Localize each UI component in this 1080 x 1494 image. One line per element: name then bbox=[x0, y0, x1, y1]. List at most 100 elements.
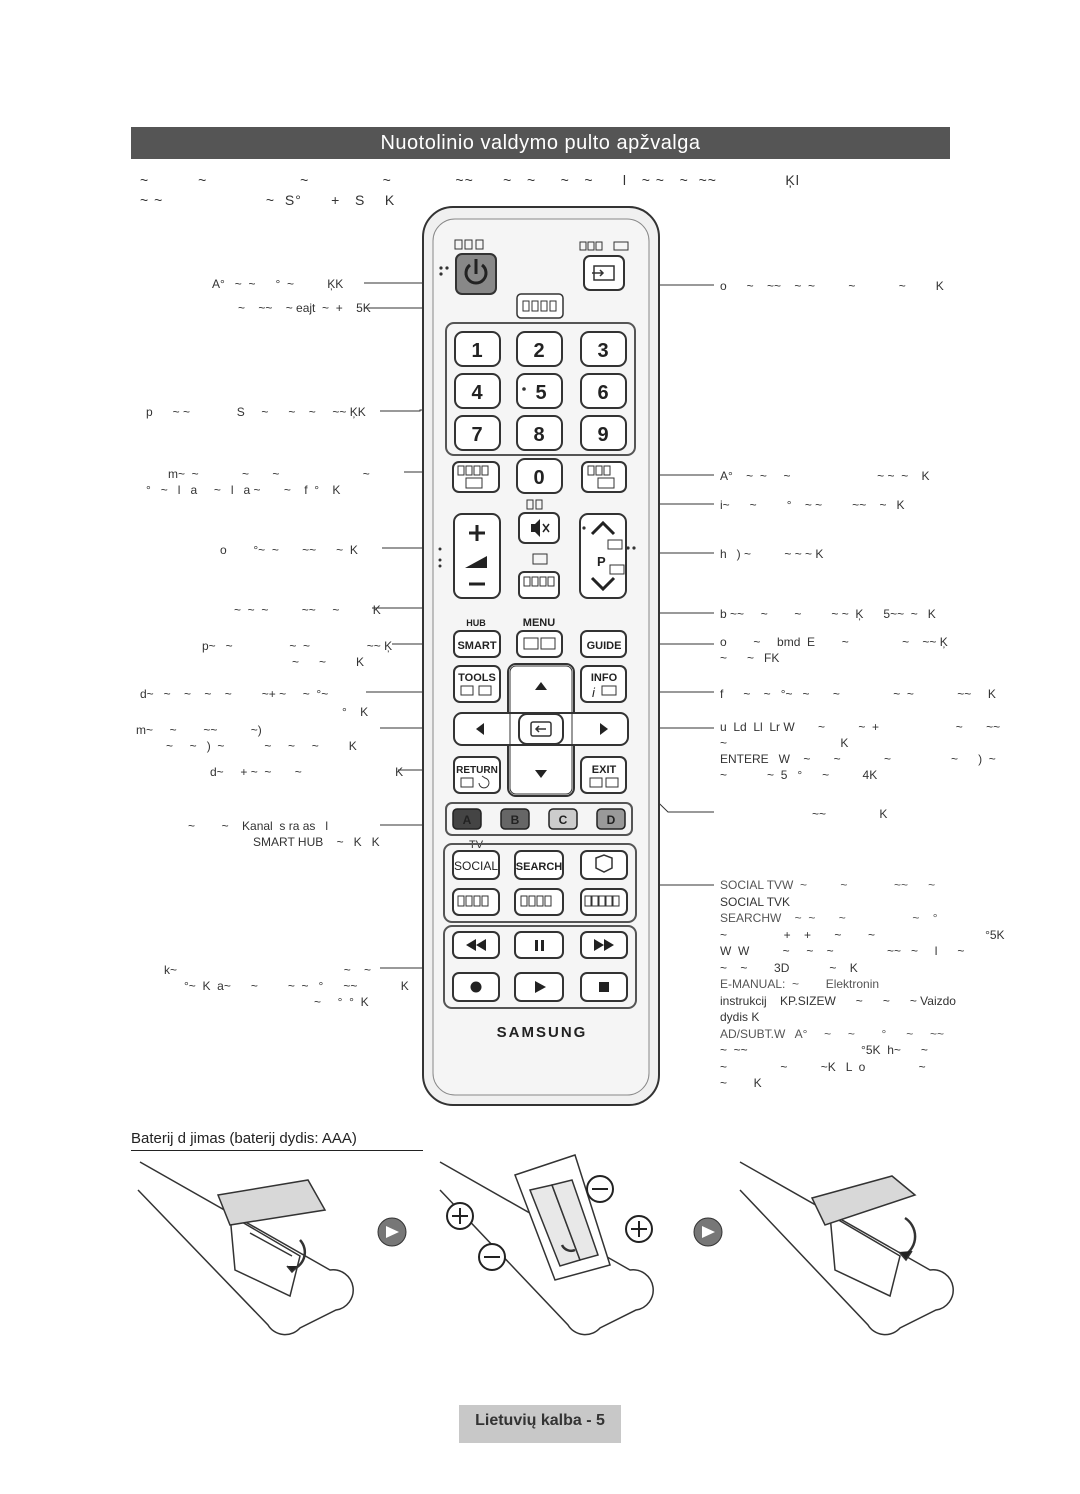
label-smart-hub-2: ~ ~ K bbox=[292, 655, 365, 669]
smart-button bbox=[453, 630, 501, 658]
social-line-10: AD/SUBT.W A° ~ ~ ° ~ ~~ bbox=[720, 1026, 945, 1041]
adsubt-button bbox=[580, 888, 628, 916]
label-source: o ~ ~~ ~ ~ ~ ~ K bbox=[720, 279, 944, 293]
social-line-8: instrukcij KP.SIZEW ~ ~ ~ Vaizdo bbox=[720, 993, 956, 1008]
social-line-9: dydis K bbox=[720, 1010, 760, 1024]
smart-label: SMART bbox=[457, 640, 496, 652]
exit-label: EXIT bbox=[592, 764, 617, 776]
page-footer: Lietuvių kalba - 5 bbox=[459, 1405, 621, 1443]
social-line-4: ~ + + ~ ~ °5K bbox=[720, 927, 1005, 942]
channel-rocker bbox=[579, 513, 627, 599]
guide-button bbox=[580, 630, 627, 658]
label-enter-2: ~ ~ 5 ° ~ 4K bbox=[720, 768, 878, 782]
psize-button bbox=[514, 888, 564, 916]
label-return: d~ + ~ ~ ~ K bbox=[210, 765, 404, 779]
digit-7: 7 bbox=[471, 424, 482, 446]
social-line-11: ~ ~~ °5K h~ ~ bbox=[720, 1043, 928, 1057]
battery-step-1 bbox=[137, 1161, 354, 1336]
digit-8: 8 bbox=[533, 424, 544, 446]
arrow-step-1-icon bbox=[377, 1217, 407, 1247]
digit-5: 5 bbox=[535, 382, 546, 404]
guide-label: GUIDE bbox=[587, 640, 622, 652]
arrow-step-2-icon bbox=[693, 1217, 723, 1247]
label-arrows-2: ~ ~ ) ~ ~ ~ ~ K bbox=[166, 739, 357, 753]
social-line-12: ~ ~ ~K L o ~ bbox=[720, 1059, 926, 1074]
label-media-2: °~ K a~ ~ ~ ~ ° ~~ K bbox=[184, 979, 409, 993]
color-label-c: C bbox=[559, 813, 568, 827]
label-power: A° ~ ~ ° ~ ĶK bbox=[212, 277, 344, 291]
3d-button bbox=[580, 850, 628, 880]
color-button-a bbox=[452, 808, 482, 830]
digit-4: 4 bbox=[471, 382, 483, 404]
brand-logo: SAMSUNG bbox=[497, 1024, 588, 1041]
info-label: INFO bbox=[591, 672, 618, 684]
tools-label: TOOLS bbox=[458, 672, 496, 684]
label-volume: o °~ ~ ~~ ~ K bbox=[220, 543, 358, 557]
label-smart-hub-1: p~ ~ ~ ~ ~~ Ķ bbox=[202, 639, 393, 653]
search-button bbox=[514, 850, 564, 880]
social-line-1: SOCIAL TVW ~ ~ ~~ ~ bbox=[720, 878, 936, 892]
label-guide-2: ~ ~ FK bbox=[720, 651, 780, 665]
label-tools-1: d~ ~ ~ ~ ~ ~+ ~ ~ °~ bbox=[140, 687, 329, 701]
arrow-down-icon bbox=[535, 770, 547, 778]
emanual-button bbox=[452, 888, 500, 916]
label-function-keys: ~ ~~ ~ eajt ~ + 5K bbox=[238, 301, 371, 315]
label-teletext-1: m~ ~ ~ ~ ~ bbox=[168, 467, 370, 481]
battery-step-3 bbox=[739, 1161, 954, 1336]
label-info: f ~ ~ °~ ~ ~ ~ ~ ~~ K bbox=[720, 687, 996, 701]
digit-0: 0 bbox=[533, 467, 544, 489]
digit-9: 9 bbox=[597, 424, 608, 446]
battery-step-2 bbox=[439, 1154, 654, 1336]
label-ch-list: b ~~ ~ ~ ~ ~ Ķ 5~~ ~ K bbox=[720, 607, 936, 621]
search-label: SEARCH bbox=[516, 861, 563, 873]
arrow-up-icon bbox=[535, 682, 547, 690]
digit-3: 3 bbox=[597, 340, 608, 362]
arrow-right-icon bbox=[600, 723, 608, 735]
label-media-1: k~ ~ ~ bbox=[164, 963, 372, 977]
social-line-3: SEARCHW ~ ~ ~ ~ ° bbox=[720, 911, 938, 925]
label-teletext-2: ° ~ l a ~ l a ~ ~ f ° K bbox=[146, 483, 341, 497]
intro-line-2: ~ ~ ~ S° + S K bbox=[140, 192, 396, 208]
channel-p-label: P bbox=[597, 554, 606, 569]
battery-section-title: Baterij d jimas (baterij dydis: AAA) bbox=[131, 1130, 357, 1147]
social-label: SOCIAL bbox=[454, 859, 498, 873]
label-exit: ~~ K bbox=[812, 807, 888, 821]
label-media-3: ~ ° ° K bbox=[314, 995, 369, 1009]
social-line-7: E-MANUAL: ~ Elektronin bbox=[720, 977, 880, 991]
label-mute: i~ ~ ° ~ ~ ~~ ~ K bbox=[720, 498, 905, 512]
label-prech: A° ~ ~ ~ ~ ~ ~ K bbox=[720, 469, 930, 483]
color-label-a: A bbox=[463, 813, 472, 827]
color-button-d bbox=[596, 808, 626, 830]
exit-button bbox=[580, 756, 627, 794]
label-menu: ~ ~ ~ ~~ ~ K bbox=[234, 603, 381, 617]
label-number-buttons: p ~ ~ S ~ ~ ~ ~~ ĶK bbox=[146, 405, 366, 419]
label-color-buttons-2: SMART HUB ~ K K bbox=[253, 835, 380, 849]
number-pad bbox=[454, 331, 627, 494]
hub-label: HUB bbox=[466, 618, 486, 628]
label-channel: h ) ~ ~ ~ ~ K bbox=[720, 547, 824, 561]
label-enter: ENTERE W ~ ~ ~ ~ ) ~ bbox=[720, 752, 996, 766]
menu-label: MENU bbox=[523, 617, 555, 629]
polarity-icons bbox=[446, 1175, 653, 1271]
return-label: RETURN bbox=[456, 765, 498, 776]
info-button bbox=[580, 665, 627, 703]
intro-line-1: ~ ~ ~ ~ ~~ ~ ~ ~ ~ l ~ ~ ~ ~~ Ķl bbox=[140, 172, 800, 188]
social-line-2: SOCIAL TVK bbox=[720, 894, 791, 909]
color-label-d: D bbox=[607, 813, 616, 827]
pause-button bbox=[514, 931, 564, 959]
volume-rocker bbox=[453, 513, 501, 599]
color-button-c bbox=[548, 808, 578, 830]
social-button bbox=[452, 850, 500, 880]
label-color-buttons-1: ~ ~ Kanal s ra as l bbox=[188, 819, 329, 833]
arrow-left-icon bbox=[476, 723, 484, 735]
digit-2: 2 bbox=[533, 340, 544, 362]
social-line-13: ~ K bbox=[720, 1076, 762, 1090]
label-guide-1: o ~ bmd E ~ ~ ~~ Ķ bbox=[720, 635, 948, 649]
dual-button bbox=[516, 293, 564, 319]
digit-1: 1 bbox=[471, 340, 482, 362]
color-button-b bbox=[500, 808, 530, 830]
tools-button bbox=[453, 665, 501, 703]
label-arrows-1: m~ ~ ~~ ~) bbox=[136, 723, 262, 737]
digit-6: 6 bbox=[597, 382, 608, 404]
